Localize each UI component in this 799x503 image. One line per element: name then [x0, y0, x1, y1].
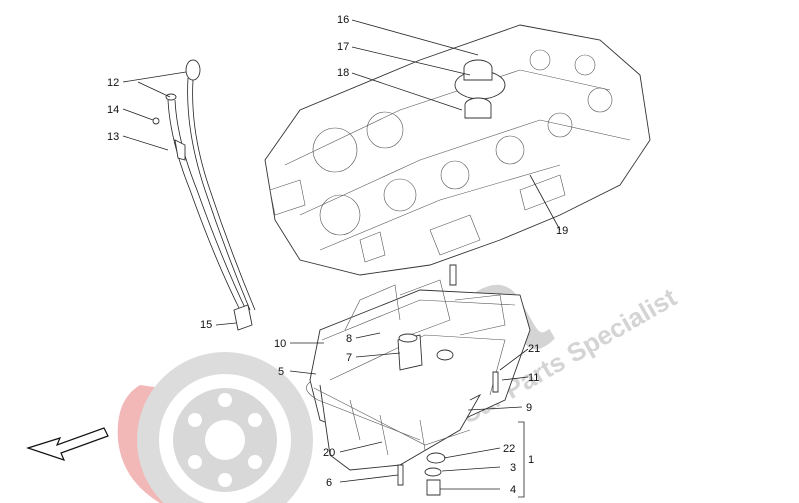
callout-7: 7 — [346, 352, 352, 364]
dipstick — [152, 59, 256, 331]
callout-13: 13 — [107, 131, 119, 143]
front-direction-arrow-icon — [26, 427, 109, 461]
callout-12: 12 — [107, 77, 119, 89]
callout-5: 5 — [278, 366, 284, 378]
callout-6: 6 — [326, 477, 332, 489]
callout-11: 11 — [528, 372, 539, 384]
watermark-wheel-logo — [117, 352, 313, 503]
callout-labels: 16 17 18 12 14 13 19 15 8 10 7 5 21 11 9… — [107, 14, 568, 496]
callout-20: 20 — [323, 447, 335, 459]
callout-14: 14 — [107, 104, 119, 116]
callout-18: 18 — [337, 67, 349, 79]
callout-16: 16 — [337, 14, 349, 26]
callout-22: 22 — [503, 443, 515, 455]
callout-9: 9 — [526, 402, 532, 414]
oil-filler-cap — [454, 59, 506, 119]
leader-lines — [122, 19, 561, 498]
callout-19: 19 — [556, 225, 568, 237]
callout-21: 21 — [528, 343, 540, 355]
callout-4: 4 — [510, 484, 516, 496]
callout-10: 10 — [274, 338, 286, 350]
callout-8: 8 — [346, 333, 352, 345]
oil-sump — [306, 264, 531, 471]
callout-1: 1 — [528, 454, 534, 466]
callout-3: 3 — [510, 462, 516, 474]
engine-block — [264, 24, 651, 276]
drain-plug — [397, 452, 446, 496]
callout-15: 15 — [200, 319, 212, 331]
callout-17: 17 — [337, 41, 349, 53]
